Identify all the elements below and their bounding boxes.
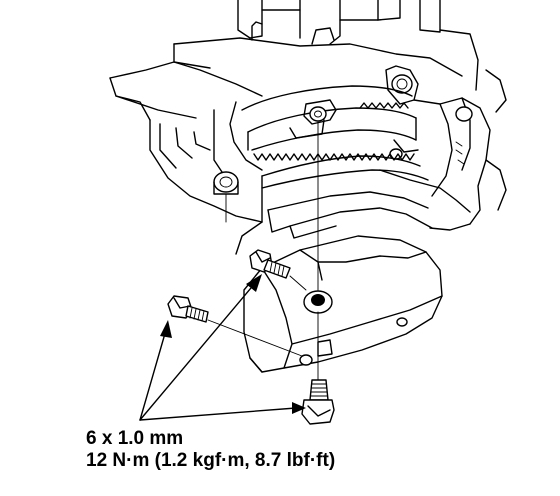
engine-block — [109, 0, 507, 223]
bolt-left — [167, 295, 209, 323]
torque-converter-cover — [243, 235, 443, 373]
bolt-bottom — [301, 379, 335, 425]
leader-arrows — [139, 274, 306, 421]
bolt-upper — [249, 249, 291, 279]
ring-gear — [241, 85, 421, 177]
alignment-lines — [207, 121, 319, 381]
crossmember — [213, 139, 433, 255]
bolt-size-label: 6 x 1.0 mm — [86, 428, 184, 449]
torque-spec-label: 12 N·m (1.2 kgf·m, 8.7 lbf·ft) — [86, 450, 336, 471]
transmission-housing — [379, 65, 507, 231]
